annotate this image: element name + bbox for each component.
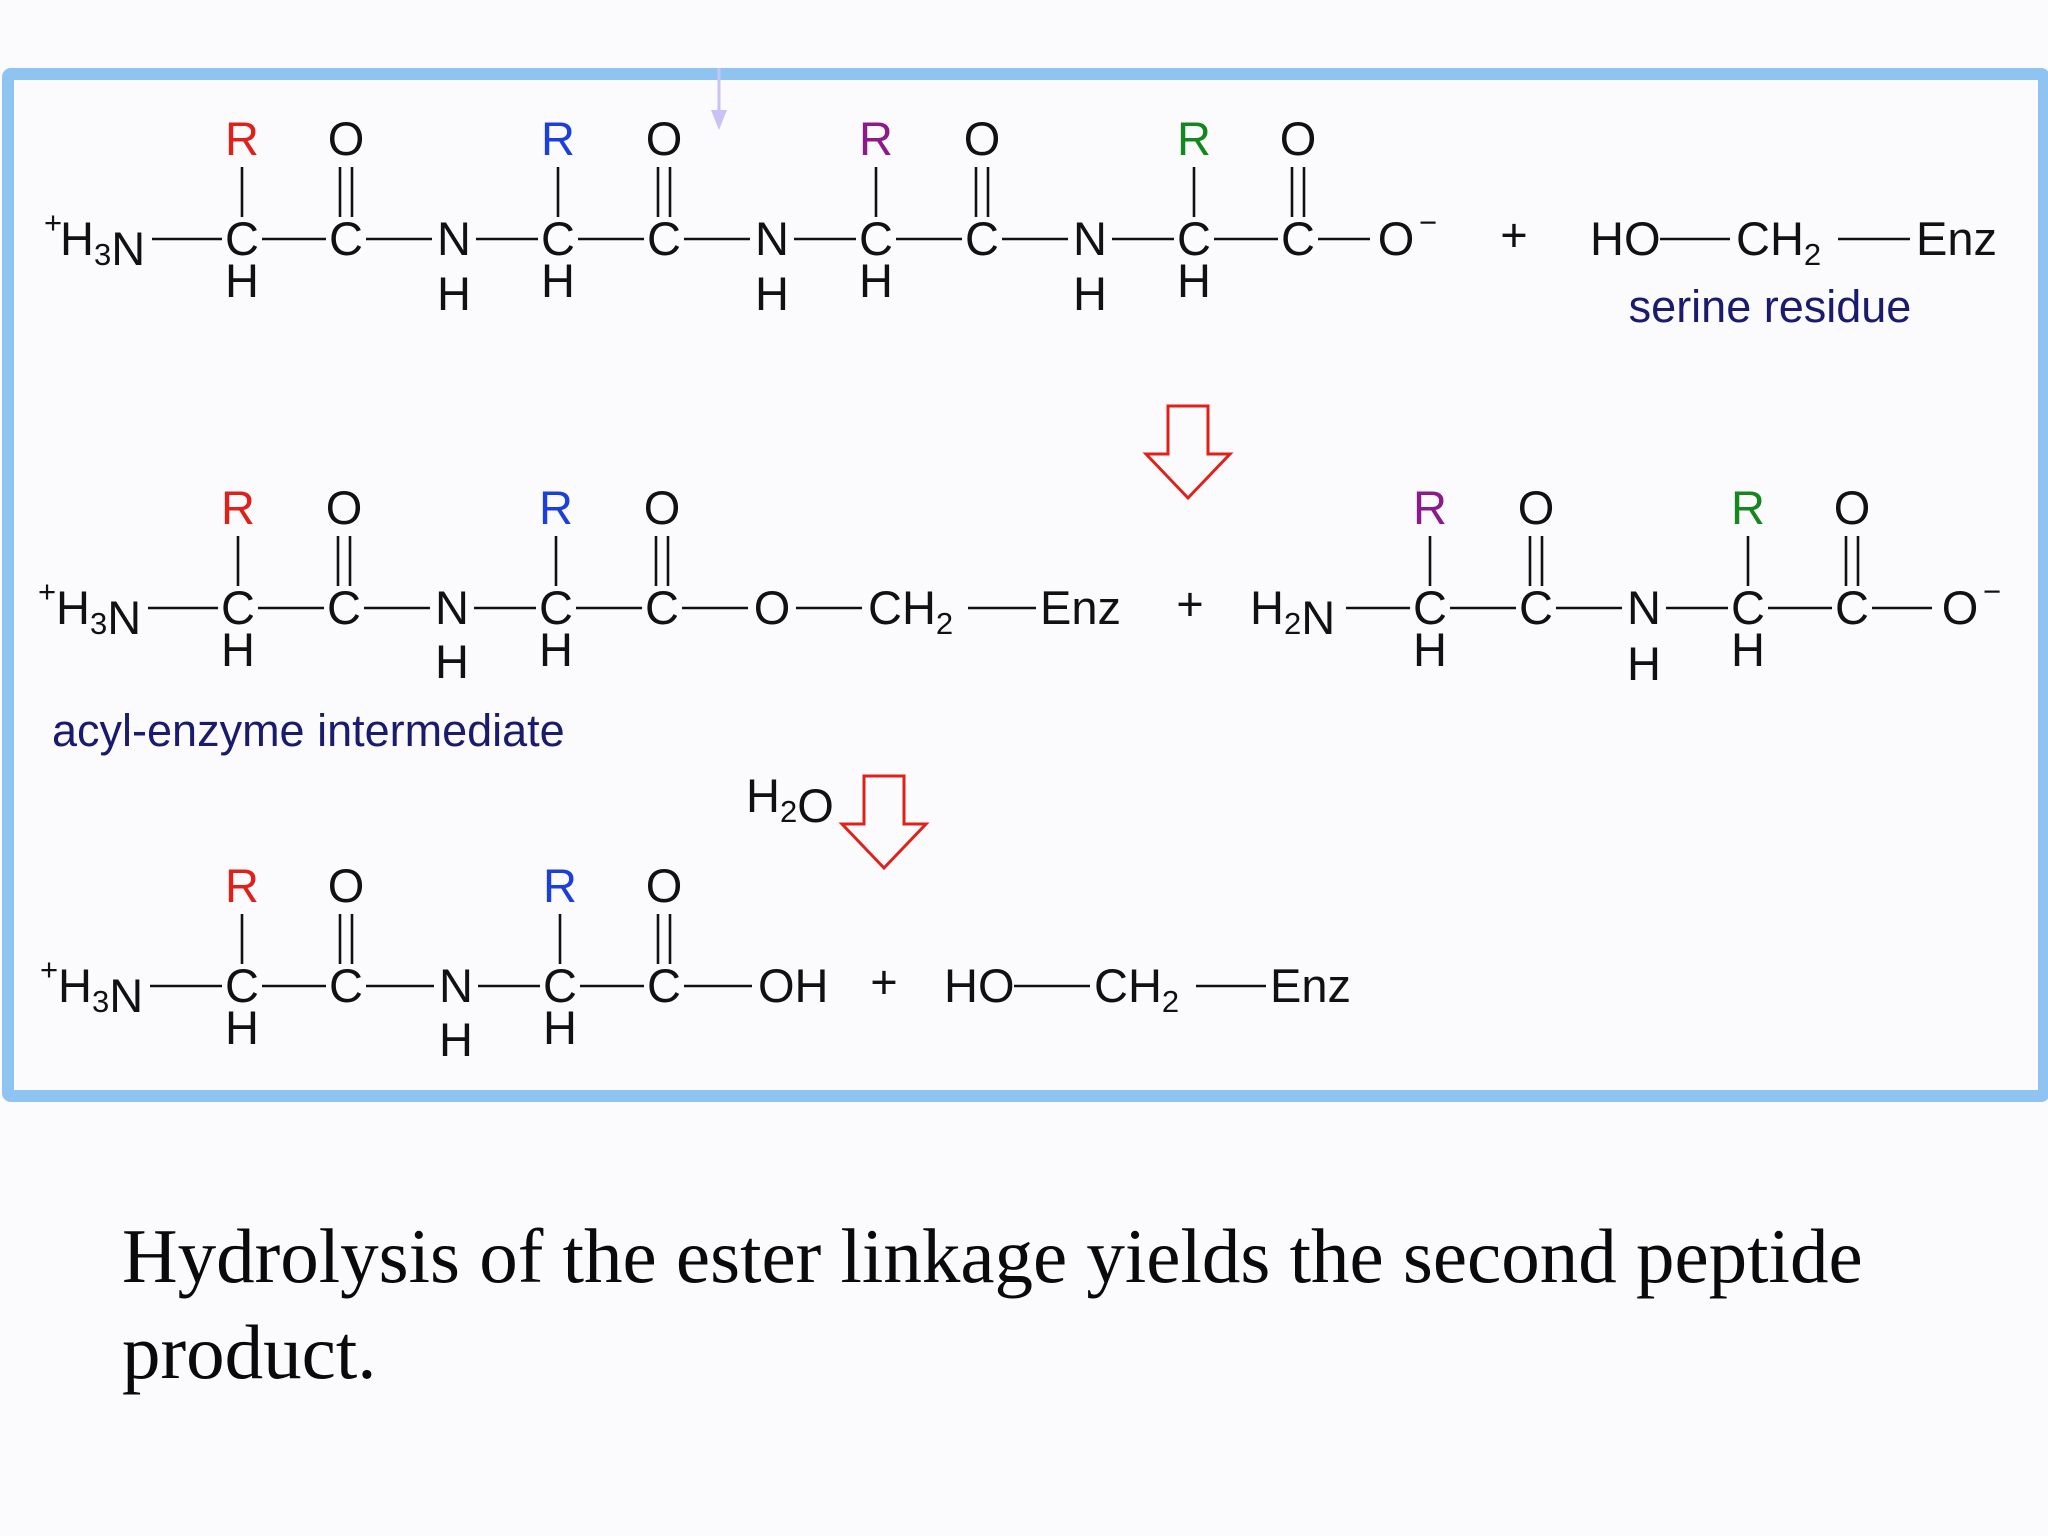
ester-oxygen: O: [754, 581, 791, 634]
enzyme-label: Enz: [1040, 581, 1121, 634]
amide-hydrogen: H: [439, 1013, 473, 1066]
carbonyl-carbon: C: [647, 959, 681, 1012]
scheme-frame: [2, 68, 2048, 1102]
carbonyl-oxygen: O: [328, 112, 365, 165]
enzyme-label: Enz: [1270, 959, 1351, 1012]
carbonyl-oxygen: O: [326, 481, 363, 534]
amide-nitrogen: N: [439, 959, 473, 1012]
enzyme-label: Enz: [1916, 212, 1997, 265]
r-group-label: R: [1177, 112, 1211, 165]
positive-charge: +: [40, 952, 58, 987]
amide-nitrogen: N: [437, 212, 471, 265]
amide-hydrogen: H: [437, 267, 471, 320]
hollow-down-arrow-icon: [838, 774, 930, 871]
r-group-label: R: [1731, 481, 1765, 534]
r-group-label: R: [539, 481, 573, 534]
negative-charge: −: [1419, 205, 1437, 240]
methylene-label: CH2: [1736, 212, 1821, 272]
r-group-label: R: [225, 859, 259, 912]
carbonyl-carbon: C: [327, 581, 361, 634]
carboxylate-oxygen: O: [1942, 581, 1979, 634]
amide-nitrogen: N: [1073, 212, 1107, 265]
positive-charge: +: [38, 574, 56, 609]
acyl-enzyme-label: acyl-enzyme intermediate: [52, 705, 565, 756]
alpha-carbon: C: [1731, 581, 1765, 634]
amide-hydrogen: H: [755, 267, 789, 320]
methylene-label: CH2: [1094, 959, 1179, 1019]
carbonyl-carbon: C: [965, 212, 999, 265]
carbonyl-oxygen: O: [1280, 112, 1317, 165]
amide-hydrogen: H: [1627, 637, 1661, 690]
carboxyl-hydroxyl-label: OH: [758, 959, 829, 1012]
serine-residue-label: serine residue: [1629, 281, 1912, 332]
plus-sign: +: [1500, 208, 1527, 261]
slide-caption: Hydrolysis of the ester linkage yields t…: [122, 1213, 1863, 1395]
r-group-label: R: [859, 112, 893, 165]
n-terminus-label: H3N: [56, 581, 141, 644]
r-group-label: R: [543, 859, 577, 912]
carbonyl-oxygen: O: [1518, 481, 1555, 534]
alpha-carbon: C: [225, 212, 259, 265]
r-group-label: R: [541, 112, 575, 165]
r-group-label: R: [221, 481, 255, 534]
alpha-hydrogen: H: [541, 254, 575, 307]
carbonyl-oxygen: O: [646, 859, 683, 912]
carboxylate-oxygen: O: [1378, 212, 1415, 265]
plus-sign: +: [1176, 577, 1203, 630]
hydroxyl-label: HO: [1590, 212, 1661, 265]
alpha-hydrogen: H: [225, 1001, 259, 1054]
r-group-label: R: [225, 112, 259, 165]
alpha-hydrogen: H: [1177, 254, 1211, 307]
n-terminus-label: H3N: [60, 212, 145, 275]
carbonyl-carbon: C: [647, 212, 681, 265]
positive-charge: +: [44, 205, 62, 240]
carbonyl-carbon: C: [329, 959, 363, 1012]
alpha-carbon: C: [543, 959, 577, 1012]
r-group-label: R: [1413, 481, 1447, 534]
amide-nitrogen: N: [435, 581, 469, 634]
alpha-hydrogen: H: [859, 254, 893, 307]
amide-hydrogen: H: [1073, 267, 1107, 320]
alpha-carbon: C: [1413, 581, 1447, 634]
alpha-carbon: C: [541, 212, 575, 265]
alpha-hydrogen: H: [543, 1001, 577, 1054]
carbonyl-carbon: C: [1281, 212, 1315, 265]
hydroxyl-label: HO: [944, 959, 1015, 1012]
alpha-hydrogen: H: [225, 254, 259, 307]
carbonyl-oxygen: O: [644, 481, 681, 534]
methylene-label: CH2: [868, 581, 953, 641]
carbonyl-carbon: C: [1519, 581, 1553, 634]
carbonyl-carbon: C: [1835, 581, 1869, 634]
carbonyl-oxygen: O: [328, 859, 365, 912]
alpha-hydrogen: H: [1731, 623, 1765, 676]
alpha-hydrogen: H: [539, 623, 573, 676]
alpha-carbon: C: [539, 581, 573, 634]
water-label: H2O: [746, 769, 834, 832]
amide-hydrogen: H: [435, 635, 469, 688]
alpha-carbon: C: [1177, 212, 1211, 265]
alpha-carbon: C: [221, 581, 255, 634]
amide-nitrogen: N: [1627, 581, 1661, 634]
cleavage-site-arrow-icon: [711, 110, 727, 130]
n-terminus-label: H2N: [1250, 581, 1335, 644]
alpha-hydrogen: H: [1413, 623, 1447, 676]
negative-charge: −: [1983, 574, 2001, 609]
alpha-carbon: C: [225, 959, 259, 1012]
carbonyl-carbon: C: [645, 581, 679, 634]
hollow-down-arrow-icon: [1142, 404, 1234, 501]
carbonyl-oxygen: O: [646, 112, 683, 165]
alpha-carbon: C: [859, 212, 893, 265]
plus-sign: +: [870, 955, 897, 1008]
carbonyl-oxygen: O: [964, 112, 1001, 165]
n-terminus-label: H3N: [58, 959, 143, 1022]
carbonyl-carbon: C: [329, 212, 363, 265]
amide-nitrogen: N: [755, 212, 789, 265]
alpha-hydrogen: H: [221, 623, 255, 676]
carbonyl-oxygen: O: [1834, 481, 1871, 534]
